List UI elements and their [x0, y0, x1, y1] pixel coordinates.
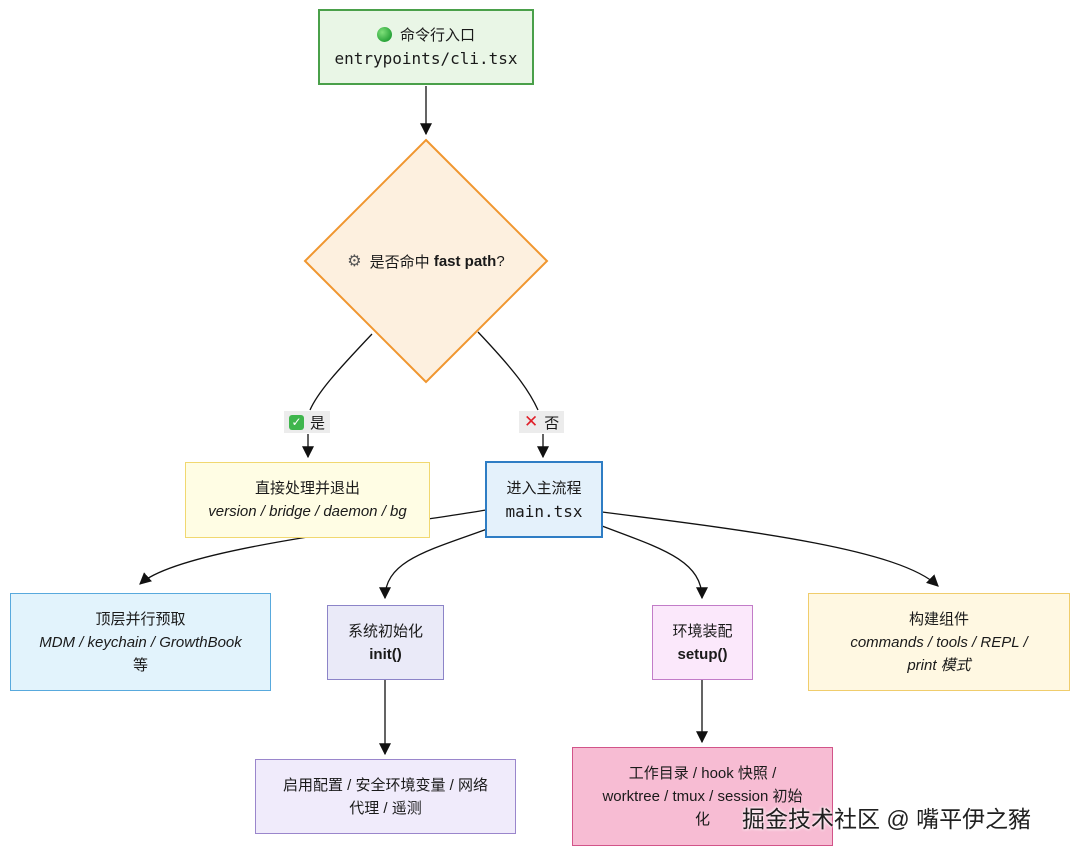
setup-detail-line3: 化 — [694, 811, 710, 828]
cli-entry-path: entrypoints/cli.tsx — [334, 49, 518, 68]
edge-main-init — [379, 527, 491, 600]
edge-label-yes: ✓是 — [284, 411, 331, 433]
setup-title: 环境装配 — [672, 622, 733, 640]
edge-decision-no — [477, 331, 539, 411]
decision-bold: fast path — [433, 252, 497, 270]
init-node: 系统初始化 init() — [327, 605, 444, 680]
components-suffix: 模式 — [940, 656, 971, 674]
main-flow-node: 进入主流程 main.tsx — [485, 461, 603, 538]
cli-entry-title: 命令行入口 — [399, 27, 475, 44]
setup-detail-line1: 工作目录 / hook 快照 / — [628, 765, 777, 782]
prefetch-suffix: 等 — [132, 656, 148, 674]
init-call: init() — [369, 645, 402, 663]
edge-main-setup — [601, 525, 708, 600]
cross-mark-icon: ✕ — [524, 412, 539, 431]
edge-main-prefetch — [139, 509, 487, 585]
edge-label-no: ✕否 — [519, 411, 565, 433]
setup-detail-node: 工作目录 / hook 快照 / worktree / tmux / sessi… — [572, 747, 833, 846]
decision-prefix: 是否命中 — [369, 253, 430, 271]
cli-entry-title-row: 命令行入口 — [376, 24, 475, 47]
gear-icon: ⚙ — [347, 253, 362, 270]
init-title: 系统初始化 — [347, 622, 423, 640]
decision-diamond — [303, 138, 549, 384]
fast-path-decision-label: ⚙ 是否命中 fast path? — [306, 244, 546, 278]
setup-node: 环境装配 setup() — [652, 605, 753, 680]
check-mark-icon: ✓ — [289, 414, 304, 430]
edge-main-components — [601, 511, 939, 587]
edge-label-no-text: 否 — [544, 414, 560, 432]
components-title: 构建组件 — [908, 610, 969, 628]
init-detail-line1: 启用配置 / 安全环境变量 / 网络 — [282, 776, 488, 794]
setup-detail-line2: worktree / tmux / session 初始 — [602, 788, 803, 805]
green-circle-icon — [376, 27, 392, 42]
components-detail2: print — [907, 656, 937, 674]
main-flow-path: main.tsx — [505, 501, 583, 521]
setup-call: setup() — [677, 645, 728, 663]
components-detail-line2: print 模式 — [907, 654, 970, 677]
components-node: 构建组件 commands / tools / REPL / print 模式 — [808, 593, 1070, 691]
init-detail-line2: 代理 / 遥测 — [349, 799, 422, 817]
edge-label-yes-text: 是 — [310, 414, 326, 432]
prefetch-detail: MDM / keychain / GrowthBook — [39, 633, 242, 651]
main-flow-title: 进入主流程 — [506, 479, 582, 497]
fast-exit-detail: version / bridge / daemon / bg — [208, 503, 407, 520]
prefetch-title: 顶层并行预取 — [95, 610, 186, 628]
prefetch-node: 顶层并行预取 MDM / keychain / GrowthBook 等 — [10, 593, 271, 691]
edge-decision-yes — [309, 333, 373, 411]
fast-exit-title: 直接处理并退出 — [254, 480, 360, 497]
init-detail-node: 启用配置 / 安全环境变量 / 网络 代理 / 遥测 — [255, 759, 516, 834]
fast-exit-node: 直接处理并退出 version / bridge / daemon / bg — [185, 462, 430, 538]
components-detail: commands / tools / REPL / — [850, 633, 1028, 651]
watermark: 掘金技术社区 @ 嘴平伊之豬 — [742, 806, 1032, 832]
decision-suffix: ? — [496, 252, 505, 270]
cli-entry-node: 命令行入口 entrypoints/cli.tsx — [318, 9, 534, 85]
